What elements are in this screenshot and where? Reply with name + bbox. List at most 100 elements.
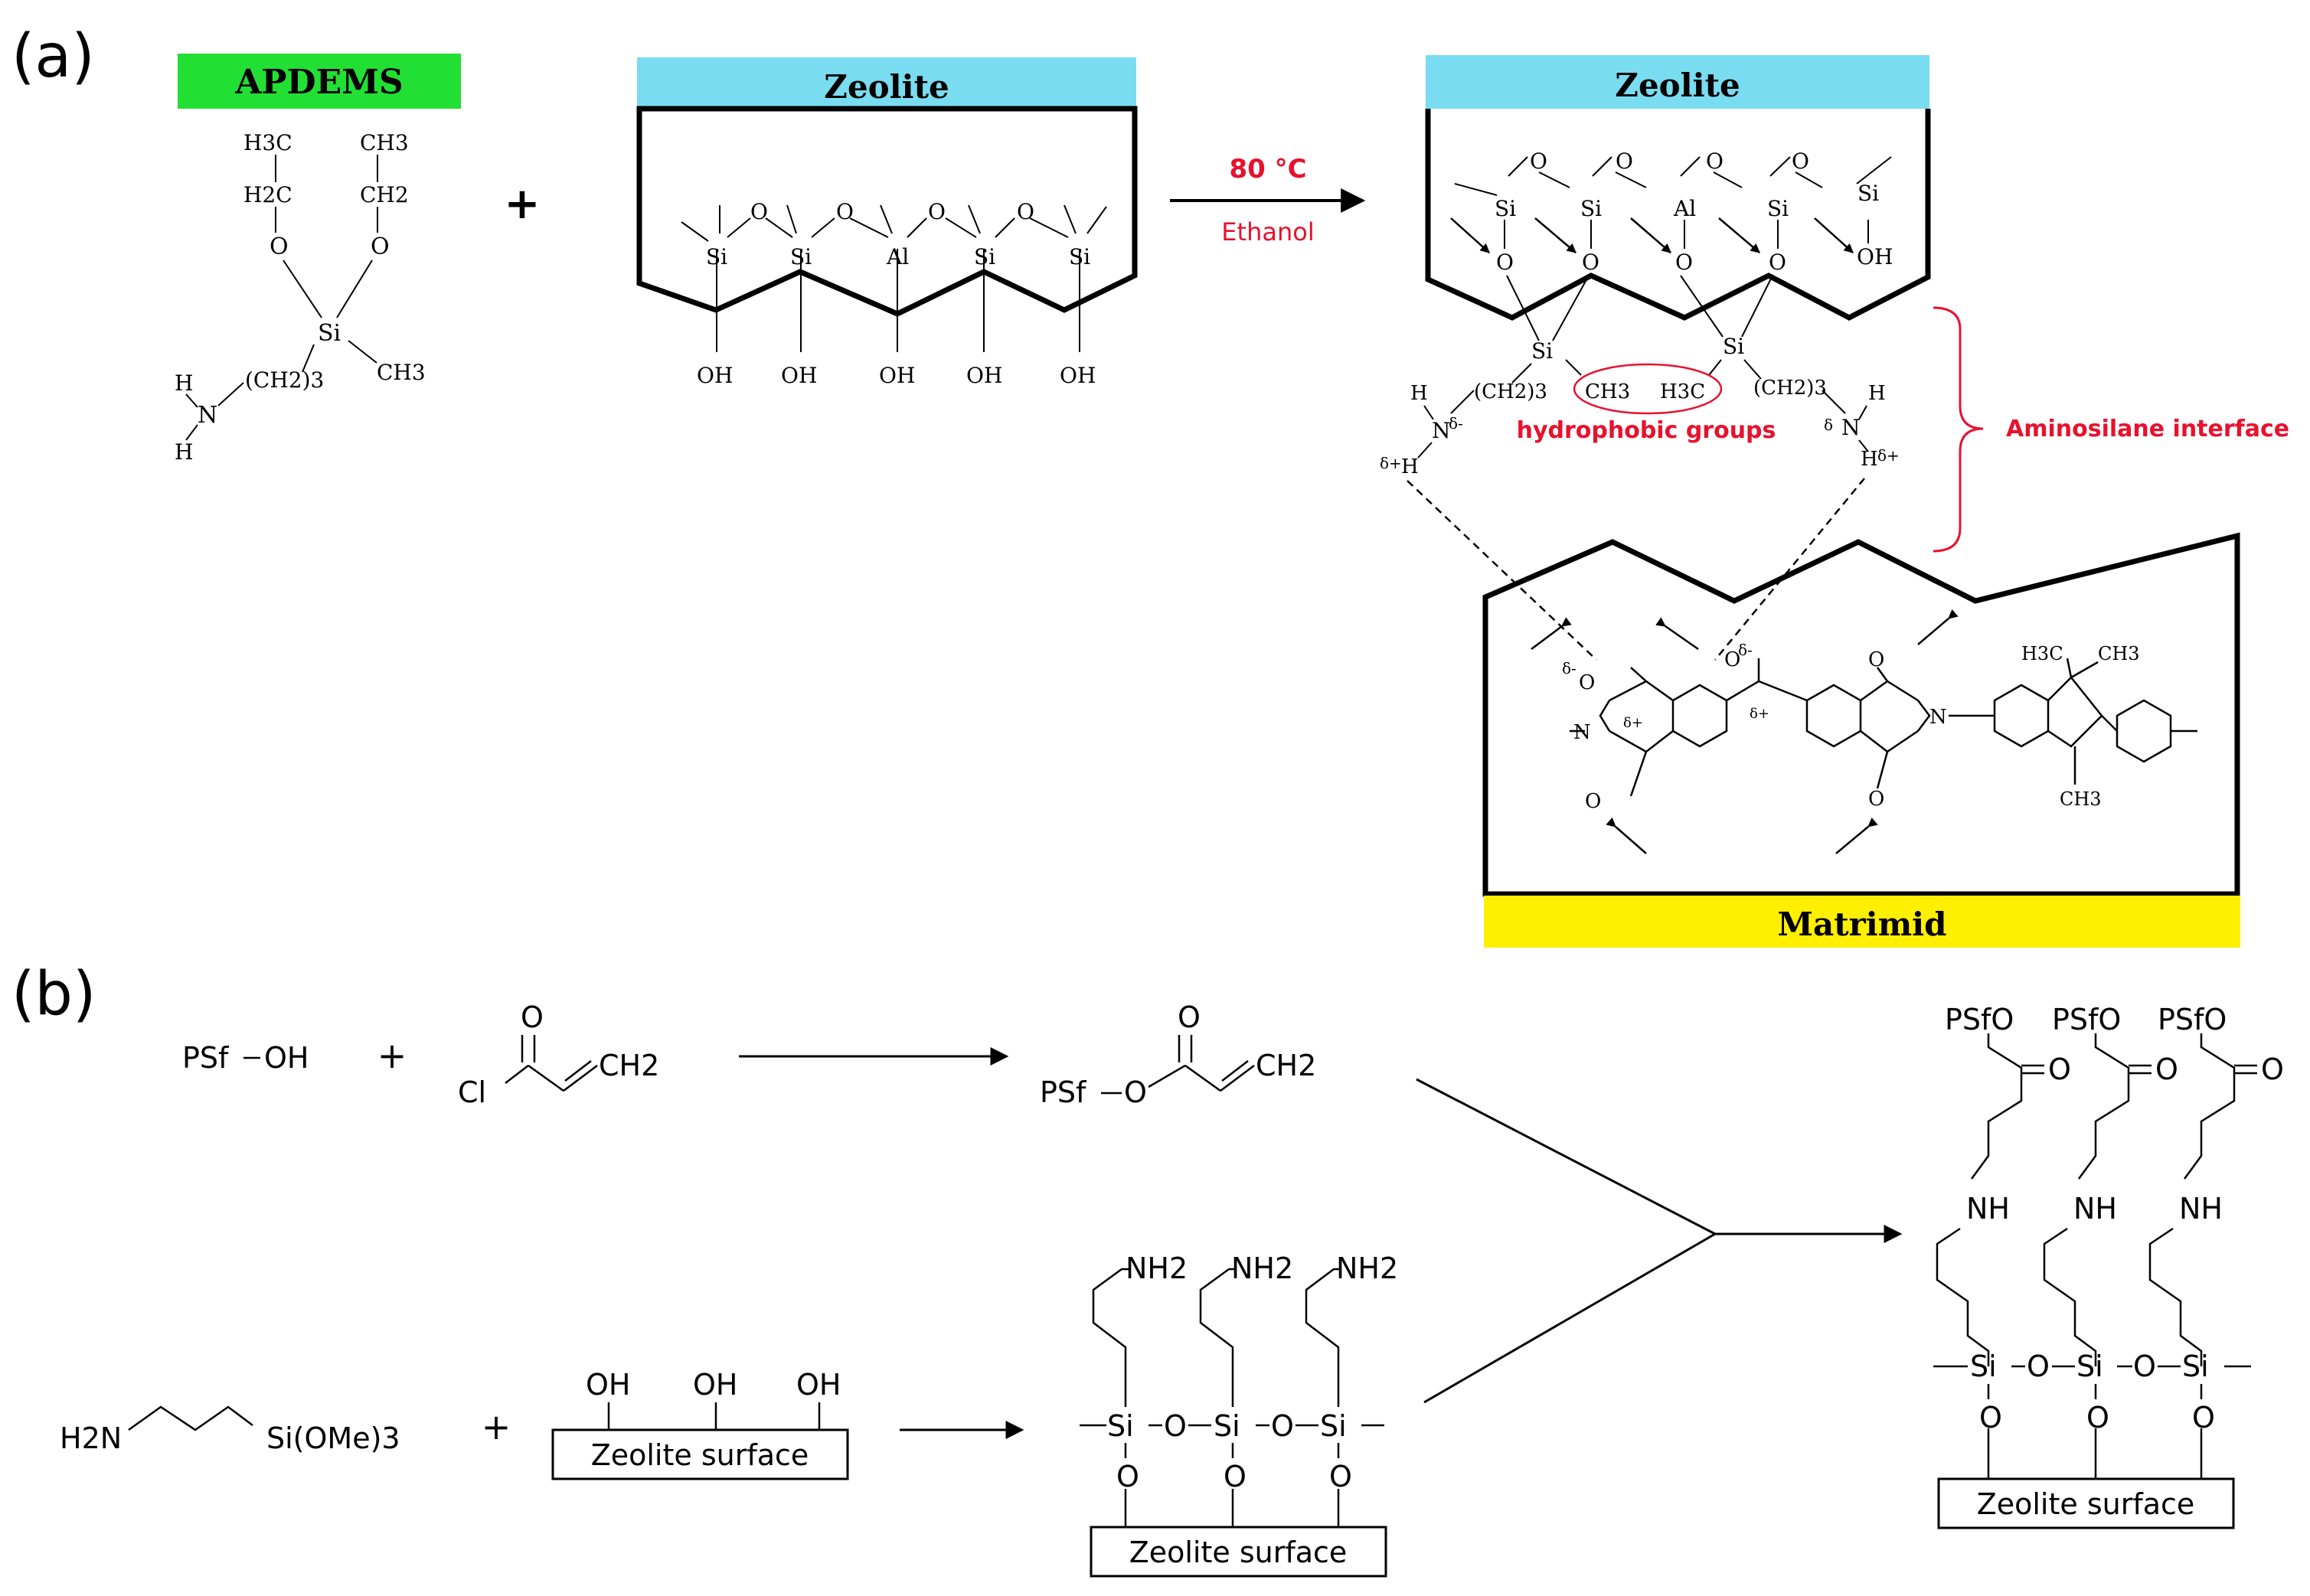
matrimid-ch3-top: CH3: [2098, 643, 2140, 664]
silane-chain-right: (CH2)3: [1753, 377, 1827, 400]
acrylate-ch2: CH2: [1256, 1049, 1316, 1082]
row2-silanization: H2N Si(OMe)3 + Zeolite surface OH OH OH …: [60, 1252, 1398, 1578]
matrimid-o3: O: [1724, 648, 1740, 671]
zeolite-right-atom-5: Si: [1857, 181, 1879, 206]
grafted-o-bridge-2: O: [1271, 1409, 1294, 1443]
apdems-title: APDEMS: [234, 63, 403, 102]
silane-si-right: Si: [1723, 334, 1744, 359]
zeolite-surface-final: [1937, 1477, 2235, 1529]
grafted-o-bridge-1: O: [1164, 1409, 1187, 1443]
zeolite-left-atom-2: Si: [790, 244, 812, 269]
zeolite-surface-final-label: Zeolite surface: [1977, 1487, 2195, 1521]
condition-solvent: Ethanol: [1221, 217, 1314, 246]
surface-oh-2: OH: [693, 1368, 737, 1402]
apdems-o1: O: [270, 233, 289, 260]
matrimid-n1: N: [1573, 721, 1591, 744]
aptms-h2n: H2N: [60, 1421, 122, 1455]
zeolite-left-atom-4: Si: [974, 244, 995, 269]
zeolite-right: Zeolite Si Si Al Si Si O O O O O O O: [1425, 55, 1931, 321]
panel-b-label: (b): [11, 960, 96, 1029]
final-nh-1: NH: [1966, 1192, 2010, 1226]
matrimid-o5: O: [1868, 788, 1884, 811]
final-carbonyl-o-3: O: [2261, 1053, 2284, 1086]
amine-nh2-1: NH2: [1126, 1252, 1188, 1285]
grafted-si-2: Si: [1214, 1409, 1240, 1443]
apdems-n: N: [198, 402, 217, 429]
amine-nh2-2: NH2: [1231, 1252, 1293, 1285]
matrimid-o2: O: [1585, 790, 1601, 813]
amine-right-delta-n: δ: [1824, 416, 1833, 434]
amine-left-delta-h: δ+: [1380, 454, 1402, 472]
zeolite-surface-reactant-label: Zeolite surface: [591, 1438, 809, 1472]
zeolite-right-lower-o-1: O: [1496, 250, 1514, 275]
matrimid-delta-o1: δ-: [1562, 659, 1576, 677]
acrylate-o: O: [1124, 1075, 1147, 1109]
zeolite-right-bridge-2: O: [1616, 149, 1633, 174]
matrimid-o4: O: [1868, 648, 1884, 671]
apdems-h-top: H: [175, 370, 193, 396]
zeolite-left-oh-3: OH: [879, 363, 915, 388]
aminosilane-interface-label: Aminosilane interface: [2006, 416, 2289, 442]
acryloyl-ch2: CH2: [599, 1049, 659, 1082]
apdems-si: Si: [318, 320, 341, 347]
zeolite-right-lower-o-4: O: [1769, 250, 1786, 275]
zeolite-right-oh: OH: [1857, 244, 1893, 269]
zeolite-left-atom-5: Si: [1069, 244, 1090, 269]
grafted-o-down-1: O: [1116, 1460, 1139, 1493]
surface-oh-1: OH: [586, 1368, 630, 1402]
zeolite-left-lattice: [681, 204, 1107, 352]
silane-h3c: H3C: [1660, 380, 1705, 403]
apdems-title-box: [178, 54, 461, 109]
zeolite-right-bridge-1: O: [1530, 149, 1547, 174]
amine-right-h-top: H: [1868, 382, 1886, 405]
surface-oh-3: OH: [796, 1368, 841, 1402]
zeolite-left-atom-1: Si: [706, 244, 727, 269]
final-o-down-3: O: [2192, 1401, 2215, 1434]
matrimid-h3c: H3C: [2021, 643, 2063, 664]
apdems-h2c: H2C: [243, 182, 292, 207]
zeolite-right-lower-o-3: O: [1675, 250, 1693, 275]
final-o-down-1: O: [1979, 1401, 2002, 1434]
grafted-si-3: Si: [1320, 1409, 1347, 1443]
reaction-arrow-a: 80 °C Ethanol: [1170, 154, 1366, 246]
final-o-down-2: O: [2086, 1401, 2109, 1434]
amine-left-h-top: H: [1410, 382, 1428, 405]
zeolite-right-atom-3: Al: [1673, 196, 1696, 221]
reactant-plus: +: [505, 179, 541, 229]
zeolite-right-atom-4: Si: [1767, 196, 1789, 221]
zeolite-right-atom-1: Si: [1495, 196, 1516, 221]
apdems-ch3: CH3: [360, 130, 409, 155]
matrimid-ch3-bot: CH3: [2060, 788, 2102, 810]
zeolite-right-title: Zeolite: [1615, 67, 1740, 104]
zeolite-left-bridge-1: O: [750, 199, 768, 224]
zeolite-surface-grafted: [1090, 1526, 1387, 1578]
matrimid-delta-c1: δ+: [1623, 715, 1643, 731]
acrylate-psf: PSf: [1040, 1075, 1087, 1109]
zeolite-left-title: Zeolite: [824, 68, 949, 106]
amine-nh2-3: NH2: [1336, 1252, 1398, 1285]
matrimid-polymer: Matrimid: [1482, 532, 2240, 948]
hydrophobic-groups-label: hydrophobic groups: [1517, 417, 1776, 444]
final-si-3: Si: [2182, 1350, 2209, 1383]
final-o-bridge-1: O: [2027, 1350, 2050, 1383]
row1-acrylation: PSf OH + O Cl CH2 O PSf O CH2: [182, 1000, 1316, 1109]
zeolite-left-atom-3: Al: [886, 244, 909, 269]
zeolite-left-bridge-2: O: [836, 199, 854, 224]
converging-arrows: [1416, 1078, 1903, 1404]
final-psfo-2: PSfO: [2052, 1003, 2121, 1036]
silane-chain-left: (CH2)3: [1474, 380, 1547, 403]
final-carbonyl-o-1: O: [2048, 1053, 2071, 1086]
final-si-2: Si: [2076, 1350, 2103, 1383]
zeolite-surface-grafted-label: Zeolite surface: [1129, 1536, 1348, 1569]
apdems-molecule: APDEMS H3C CH3 H2C CH2 O O Si CH3 (CH2)3…: [175, 54, 461, 465]
amine-left-n: N: [1432, 418, 1451, 443]
zeolite-left-bridge-3: O: [928, 199, 946, 224]
apdems-chain: (CH2)3: [245, 367, 324, 393]
zeolite-left-bridge-4: O: [1017, 199, 1034, 224]
zeolite-left-oh-5: OH: [1060, 363, 1096, 388]
silane-ch3: CH3: [1585, 380, 1630, 403]
zeolite-right-title-box: [1426, 55, 1929, 109]
matrimid-delta-c3: δ+: [1750, 706, 1769, 722]
zeolite-left-oh-1: OH: [697, 363, 733, 388]
